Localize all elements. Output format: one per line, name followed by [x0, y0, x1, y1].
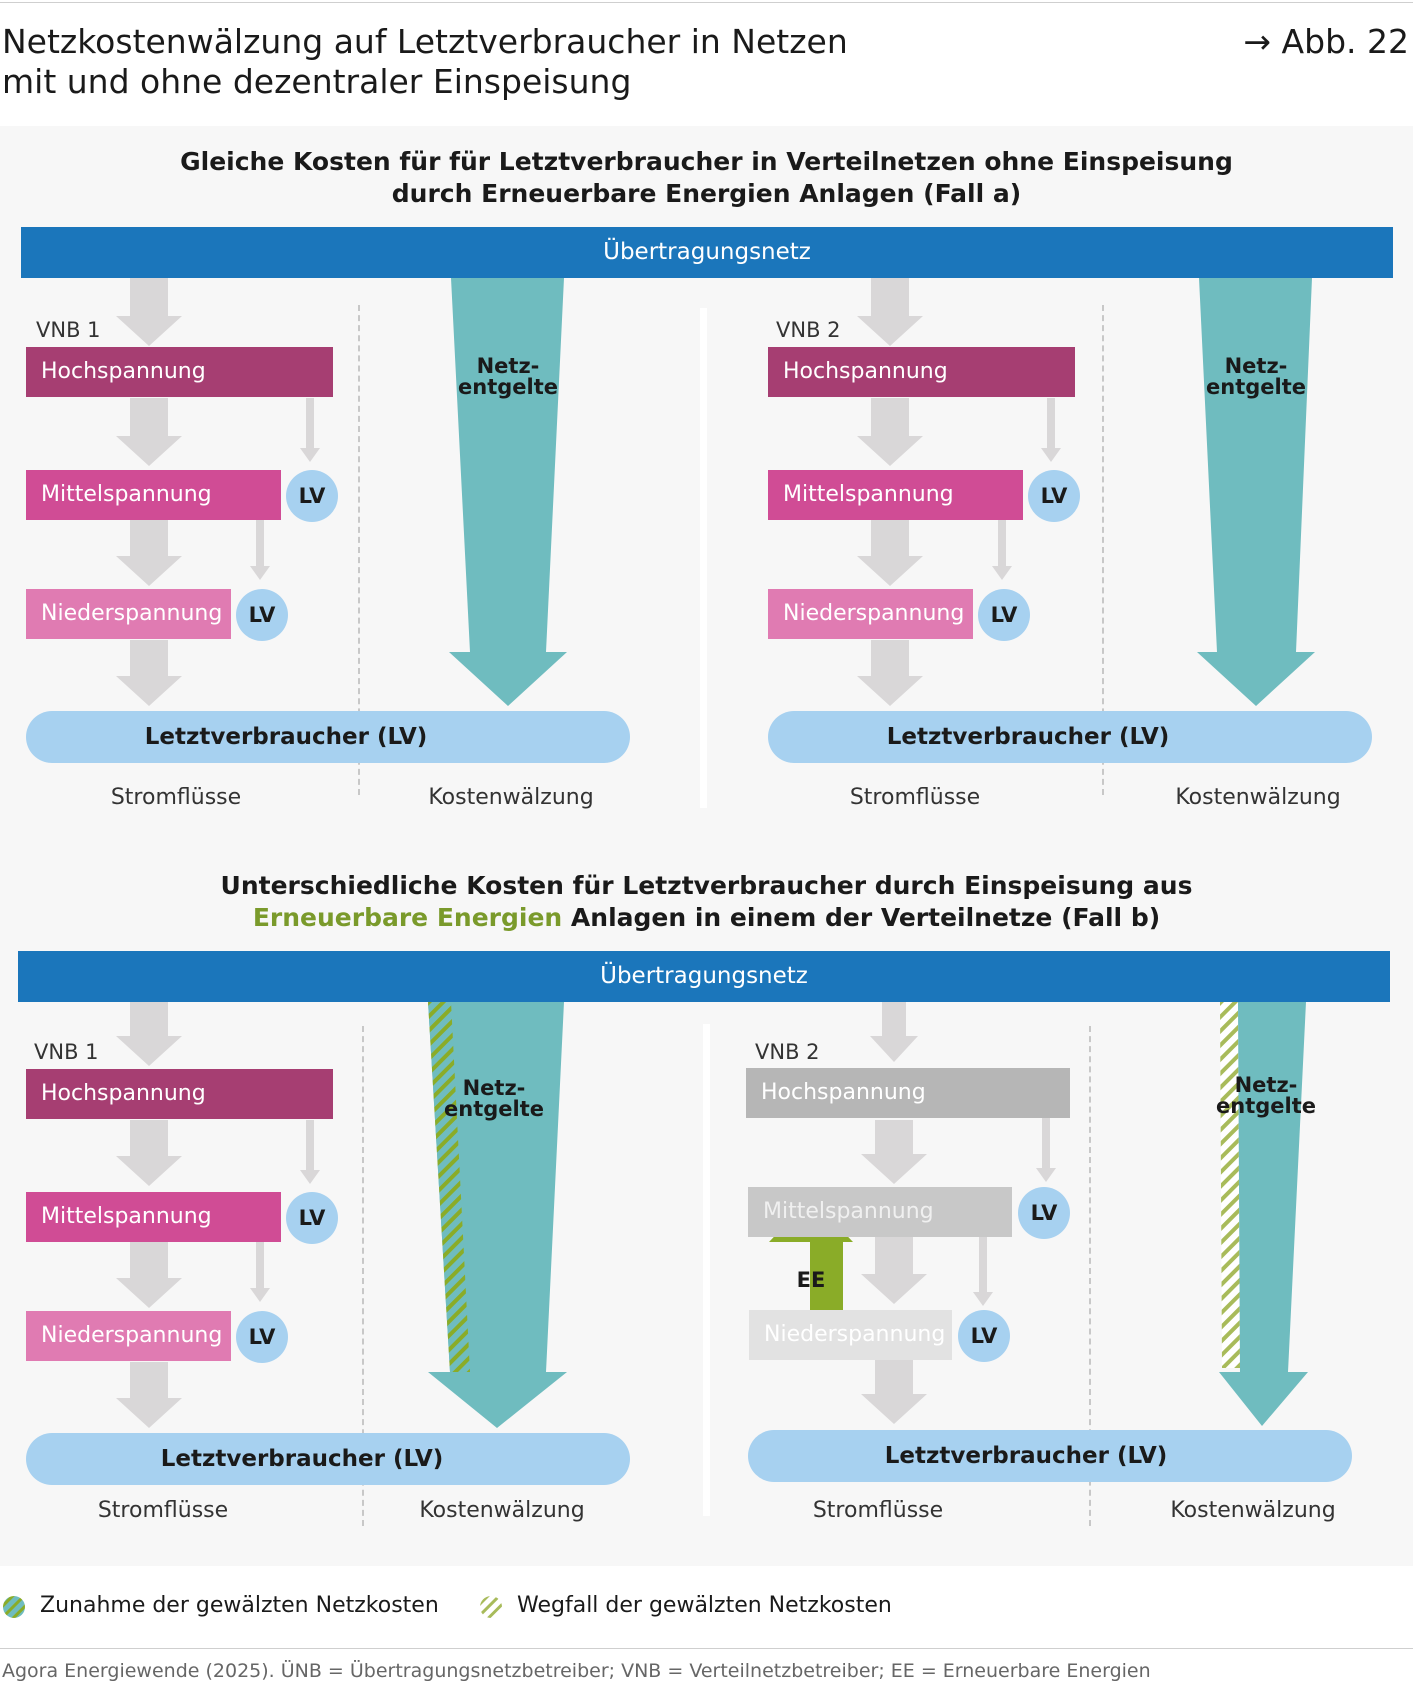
- transmission-band-b: Übertragungsnetz: [18, 951, 1390, 1002]
- caption-kostenwaelzung: Kostenwälzung: [419, 1498, 585, 1523]
- netzentgelte-arrow-a-left: [449, 278, 567, 706]
- separator: [700, 308, 707, 808]
- page-title: Netzkostenwälzung auf Letztverbraucher i…: [2, 22, 848, 101]
- increase-hatch-b-left: [428, 1002, 470, 1372]
- consumer-bar: Letztverbraucher (LV): [748, 1430, 1352, 1482]
- vnb-label: VNB 2: [755, 1040, 820, 1064]
- netzentgelte-line1: Netz-: [462, 1076, 526, 1100]
- flow-arrows-a-right: [857, 278, 1061, 706]
- netzentgelte-line1: Netz-: [1224, 354, 1288, 378]
- flow-arrows-b-right: [861, 1002, 1056, 1424]
- caption-kostenwaelzung: Kostenwälzung: [1170, 1498, 1336, 1523]
- section-a-title-line2: durch Erneuerbare Energien Anlagen (Fall…: [391, 179, 1022, 208]
- caption-stromfluesse: Stromflüsse: [812, 1498, 944, 1523]
- netzentgelte-label: Netz- entgelte: [1206, 356, 1306, 398]
- section-b-title-green: Erneuerbare Energien: [252, 903, 563, 932]
- section-b-title-line2: Erneuerbare Energien Anlagen in einem de…: [0, 901, 1413, 934]
- caption-stromfluesse: Stromflüsse: [849, 785, 981, 810]
- netzentgelte-label: Netz- entgelte: [1216, 1075, 1316, 1117]
- caption-kostenwaelzung: Kostenwälzung: [428, 785, 594, 810]
- flow-arrows-a-left: [116, 278, 320, 706]
- section-a-title-line1: Gleiche Kosten für für Letztverbraucher …: [180, 147, 1233, 176]
- lv-circle: LV: [236, 1311, 288, 1363]
- hochspannung-box: Hochspannung: [746, 1068, 1070, 1118]
- consumer-bar: Letztverbraucher (LV): [26, 1433, 630, 1485]
- transmission-band-a: Übertragungsnetz: [21, 227, 1393, 278]
- netzentgelte-line1: Netz-: [1234, 1073, 1298, 1097]
- legend-removal-label: Wegfall der gewälzten Netzkosten: [517, 1593, 892, 1618]
- flow-arrows-b-left: [116, 1000, 320, 1428]
- lv-circle: LV: [978, 589, 1030, 641]
- mittelspannung-box: Mittelspannung: [748, 1187, 1012, 1237]
- netzentgelte-arrow-b-right: [1219, 1002, 1308, 1426]
- consumer-bar: Letztverbraucher (LV): [768, 711, 1372, 763]
- mittelspannung-box: Mittelspannung: [26, 470, 281, 520]
- netzentgelte-line2: entgelte: [444, 1097, 544, 1121]
- ee-label: EE: [796, 1268, 826, 1292]
- consumer-label: Letztverbraucher (LV): [884, 1443, 1168, 1469]
- vnb-label: VNB 2: [776, 318, 841, 342]
- netzentgelte-line1: Netz-: [476, 354, 540, 378]
- source-note: Agora Energiewende (2025). ÜNB = Übertra…: [2, 1660, 1151, 1682]
- lv-circle: LV: [286, 470, 338, 522]
- niederspannung-box: Niederspannung: [749, 1310, 952, 1360]
- section-b-title-rest: Anlagen in einem der Verteilnetze (Fall …: [562, 903, 1161, 932]
- removal-hatch-b-right: [1220, 1002, 1240, 1368]
- lv-circle: LV: [1018, 1187, 1070, 1239]
- netzentgelte-arrow-a-right: [1197, 278, 1315, 706]
- lv-circle: LV: [236, 589, 288, 641]
- vnb-label: VNB 1: [34, 1040, 99, 1064]
- caption-stromfluesse: Stromflüsse: [97, 1498, 229, 1523]
- caption-kostenwaelzung: Kostenwälzung: [1175, 785, 1341, 810]
- top-divider: [0, 2, 1413, 3]
- netzentgelte-line2: entgelte: [1206, 375, 1306, 399]
- lv-circle: LV: [958, 1310, 1010, 1362]
- consumer-label: Letztverbraucher (LV): [160, 1446, 444, 1472]
- netzentgelte-label: Netz- entgelte: [458, 356, 558, 398]
- hochspannung-box: Hochspannung: [768, 347, 1075, 397]
- lv-circle: LV: [286, 1192, 338, 1244]
- niederspannung-box: Niederspannung: [768, 589, 973, 639]
- separator: [703, 1024, 710, 1516]
- niederspannung-box: Niederspannung: [26, 1311, 231, 1361]
- consumer-label: Letztverbraucher (LV): [144, 724, 428, 750]
- netzentgelte-label: Netz- entgelte: [444, 1078, 544, 1120]
- divider-dashed: [1102, 305, 1104, 795]
- consumer-label: Letztverbraucher (LV): [886, 724, 1170, 750]
- netzentgelte-line2: entgelte: [1216, 1094, 1316, 1118]
- mittelspannung-box: Mittelspannung: [26, 1192, 281, 1242]
- lv-circle: LV: [1028, 470, 1080, 522]
- section-b-title-line1: Unterschiedliche Kosten für Letztverbrau…: [220, 871, 1193, 900]
- divider-dashed: [358, 305, 360, 795]
- caption-stromfluesse: Stromflüsse: [110, 785, 242, 810]
- hochspannung-box: Hochspannung: [26, 347, 333, 397]
- vnb-label: VNB 1: [36, 318, 101, 342]
- figure-reference: → Abb. 22: [1243, 22, 1409, 61]
- divider-dashed: [1089, 1026, 1091, 1526]
- divider-dashed: [362, 1026, 364, 1526]
- hochspannung-box: Hochspannung: [26, 1069, 333, 1119]
- consumer-bar: Letztverbraucher (LV): [26, 711, 630, 763]
- bottom-divider: [0, 1648, 1413, 1649]
- niederspannung-box: Niederspannung: [26, 589, 231, 639]
- netzentgelte-line2: entgelte: [458, 375, 558, 399]
- mittelspannung-box: Mittelspannung: [768, 470, 1023, 520]
- legend-increase-label: Zunahme der gewälzten Netzkosten: [40, 1593, 439, 1618]
